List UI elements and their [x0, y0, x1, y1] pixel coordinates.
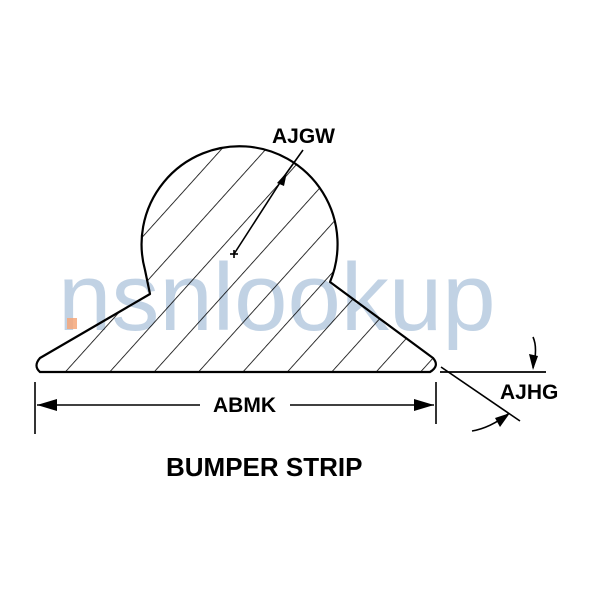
diagram-title: BUMPER STRIP — [166, 452, 362, 482]
radius-dimension: AJGW — [230, 125, 335, 258]
width-dimension: ABMK — [34, 382, 437, 434]
angle-label: AJHG — [500, 381, 558, 404]
watermark-accent-dot — [67, 318, 77, 329]
width-label: ABMK — [213, 394, 276, 417]
radius-label: AJGW — [272, 125, 335, 148]
angle-dimension: AJHG — [440, 336, 558, 432]
